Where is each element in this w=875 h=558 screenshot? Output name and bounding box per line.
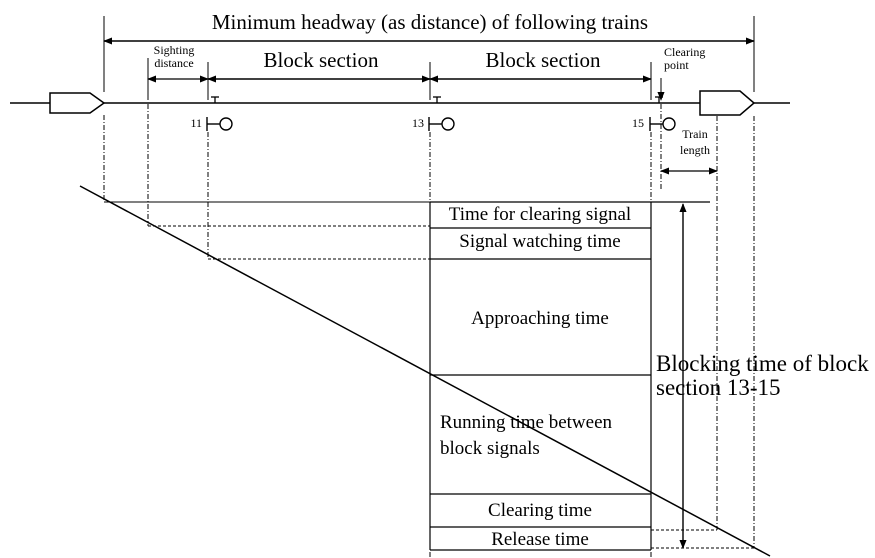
row-clearing-time: Clearing time: [488, 500, 592, 521]
signal-15-label: 15: [632, 116, 644, 130]
row-release-time: Release time: [491, 529, 589, 550]
signal-11-icon: [206, 117, 233, 131]
row-running-time: Running time between block signals: [440, 412, 613, 459]
signal-15-icon: [649, 117, 676, 131]
signal-13-icon: [428, 117, 455, 131]
rear-train: [49, 92, 106, 114]
signal-mark-15: [655, 96, 663, 103]
signal-11-label: 11: [190, 116, 202, 130]
clearing-point-label: Clearing point: [664, 45, 706, 73]
blocking-time-label: Blocking time of block section 13-15: [656, 351, 869, 401]
block-section-1-label: Block section: [263, 48, 379, 72]
headway-title: Minimum headway (as distance) of followi…: [211, 10, 649, 34]
sighting-distance-label: Sighting distance: [153, 43, 195, 71]
projection-lines: [103, 104, 755, 558]
row-approaching-time: Approaching time: [471, 308, 609, 329]
signal-mark-11: [211, 96, 219, 103]
blocking-time-table: [429, 201, 710, 551]
signal-13-label: 13: [412, 116, 424, 130]
row-time-for-clearing-signal: Time for clearing signal: [448, 204, 632, 225]
train-length-label: Train length: [680, 127, 710, 157]
signal-mark-13: [433, 96, 441, 103]
row-signal-watching-time: Signal watching time: [459, 231, 621, 252]
front-train: [699, 90, 756, 116]
block-section-2-label: Block section: [485, 48, 601, 72]
train-trajectory: [79, 185, 771, 557]
